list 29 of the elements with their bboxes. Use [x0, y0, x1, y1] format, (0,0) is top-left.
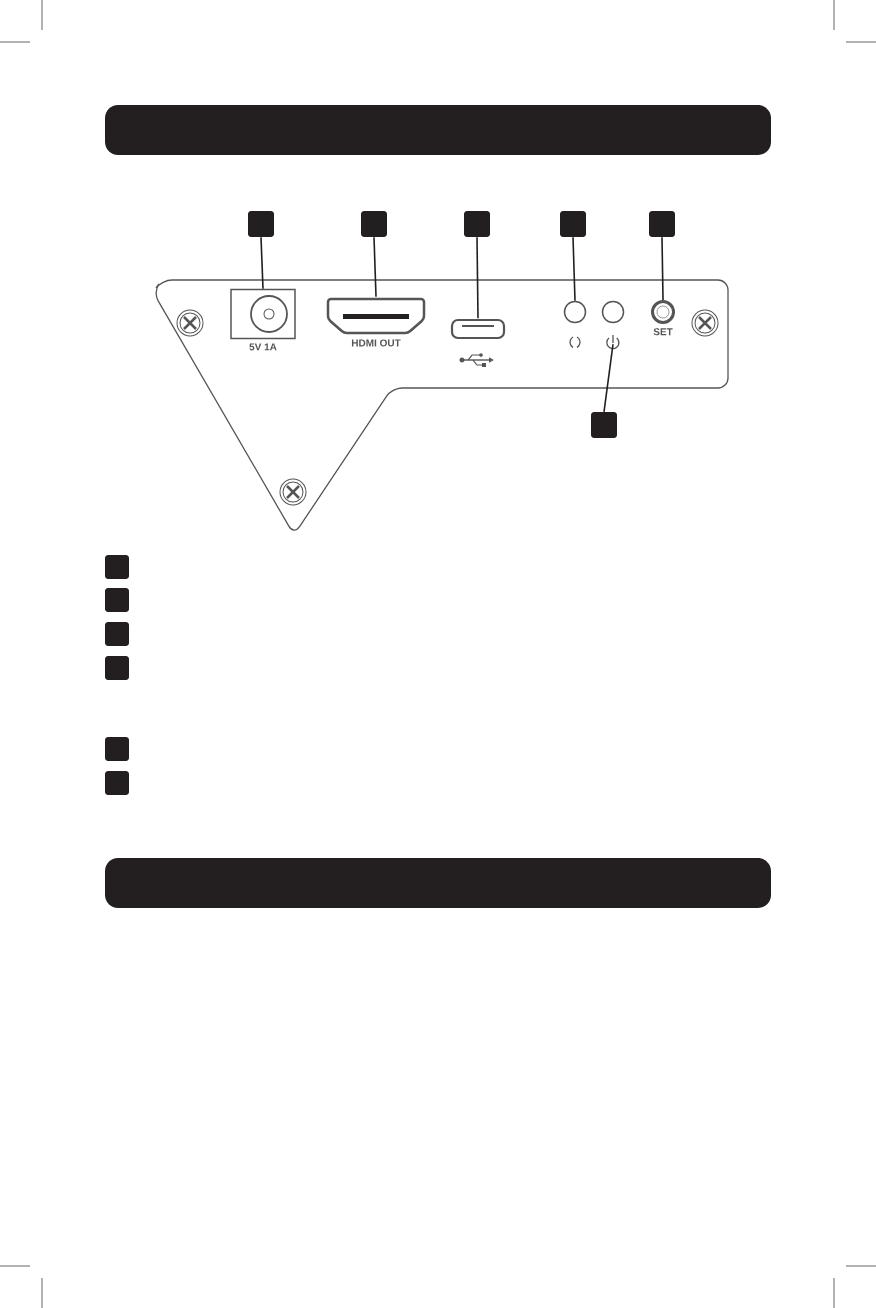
callout-square — [105, 622, 129, 646]
leader-line — [572, 236, 576, 302]
header-bar — [105, 858, 771, 908]
leader-line — [661, 236, 664, 301]
callout-square — [560, 211, 586, 237]
header-bar — [105, 105, 771, 155]
callout-square — [248, 211, 274, 237]
port-label: SET — [653, 328, 673, 336]
callout-square — [361, 211, 387, 237]
callout-square — [105, 588, 129, 612]
indicator-light — [601, 300, 625, 324]
callout-square — [105, 656, 129, 680]
leader-line — [260, 236, 264, 290]
leader-line — [476, 236, 479, 320]
leader-line — [373, 236, 377, 298]
callout-square — [649, 211, 675, 237]
leader-line — [603, 343, 614, 413]
port-label: 5V 1A — [249, 343, 277, 351]
callout-square — [591, 412, 617, 438]
callout-square — [105, 771, 129, 795]
port — [450, 318, 506, 340]
indicator-light — [563, 300, 587, 324]
callout-square — [105, 737, 129, 761]
port-label: HDMI OUT — [351, 339, 401, 347]
power-jack — [230, 288, 296, 340]
callout-square — [464, 211, 490, 237]
set-button — [651, 300, 675, 324]
port — [326, 297, 426, 335]
callout-square — [105, 555, 129, 579]
